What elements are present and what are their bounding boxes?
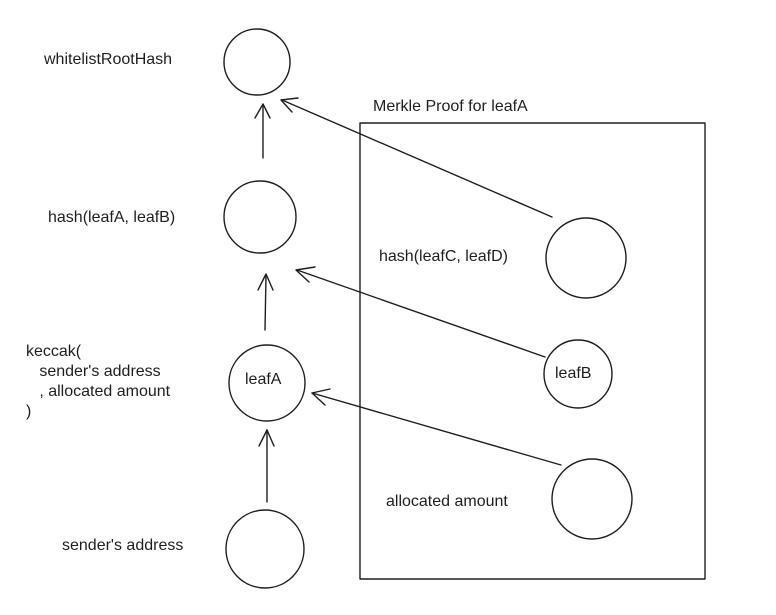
arrow-hashab-to-root bbox=[254, 103, 271, 159]
hash-cd-node bbox=[545, 217, 627, 299]
keccak-line: ) bbox=[26, 403, 32, 420]
arrow-amount-to-leafa bbox=[311, 388, 562, 466]
allocated-amount-node bbox=[551, 458, 633, 540]
root-hash-node bbox=[223, 28, 291, 96]
sender-address-label: sender's address bbox=[62, 537, 184, 554]
arrow-sender-to-leafa bbox=[258, 429, 275, 503]
keccak-line: sender's address bbox=[26, 363, 161, 380]
leaf-a-node bbox=[228, 344, 306, 422]
keccak-formula: keccak( sender's address , allocated amo… bbox=[26, 342, 170, 422]
proof-box-title: Merkle Proof for leafA bbox=[373, 98, 528, 115]
sender-address-node bbox=[225, 509, 305, 589]
arrow-hashcd-to-root bbox=[280, 97, 553, 218]
leaf-a-label: leafA bbox=[245, 371, 282, 388]
hash-ab-label: hash(leafA, leafB) bbox=[48, 209, 176, 226]
arrow-leafa-to-hashab bbox=[257, 273, 274, 331]
keccak-line: keccak( bbox=[26, 343, 82, 360]
hash-ab-node bbox=[223, 180, 297, 254]
root-hash-label: whitelistRootHash bbox=[44, 51, 173, 68]
keccak-line: , allocated amount bbox=[26, 383, 171, 400]
arrow-leafb-to-hashab bbox=[295, 266, 546, 358]
merkle-proof-box bbox=[359, 122, 706, 580]
hash-cd-label: hash(leafC, leafD) bbox=[379, 248, 508, 265]
leaf-b-node bbox=[543, 339, 613, 409]
allocated-amount-label: allocated amount bbox=[386, 493, 508, 510]
leaf-b-label: leafB bbox=[555, 365, 592, 382]
